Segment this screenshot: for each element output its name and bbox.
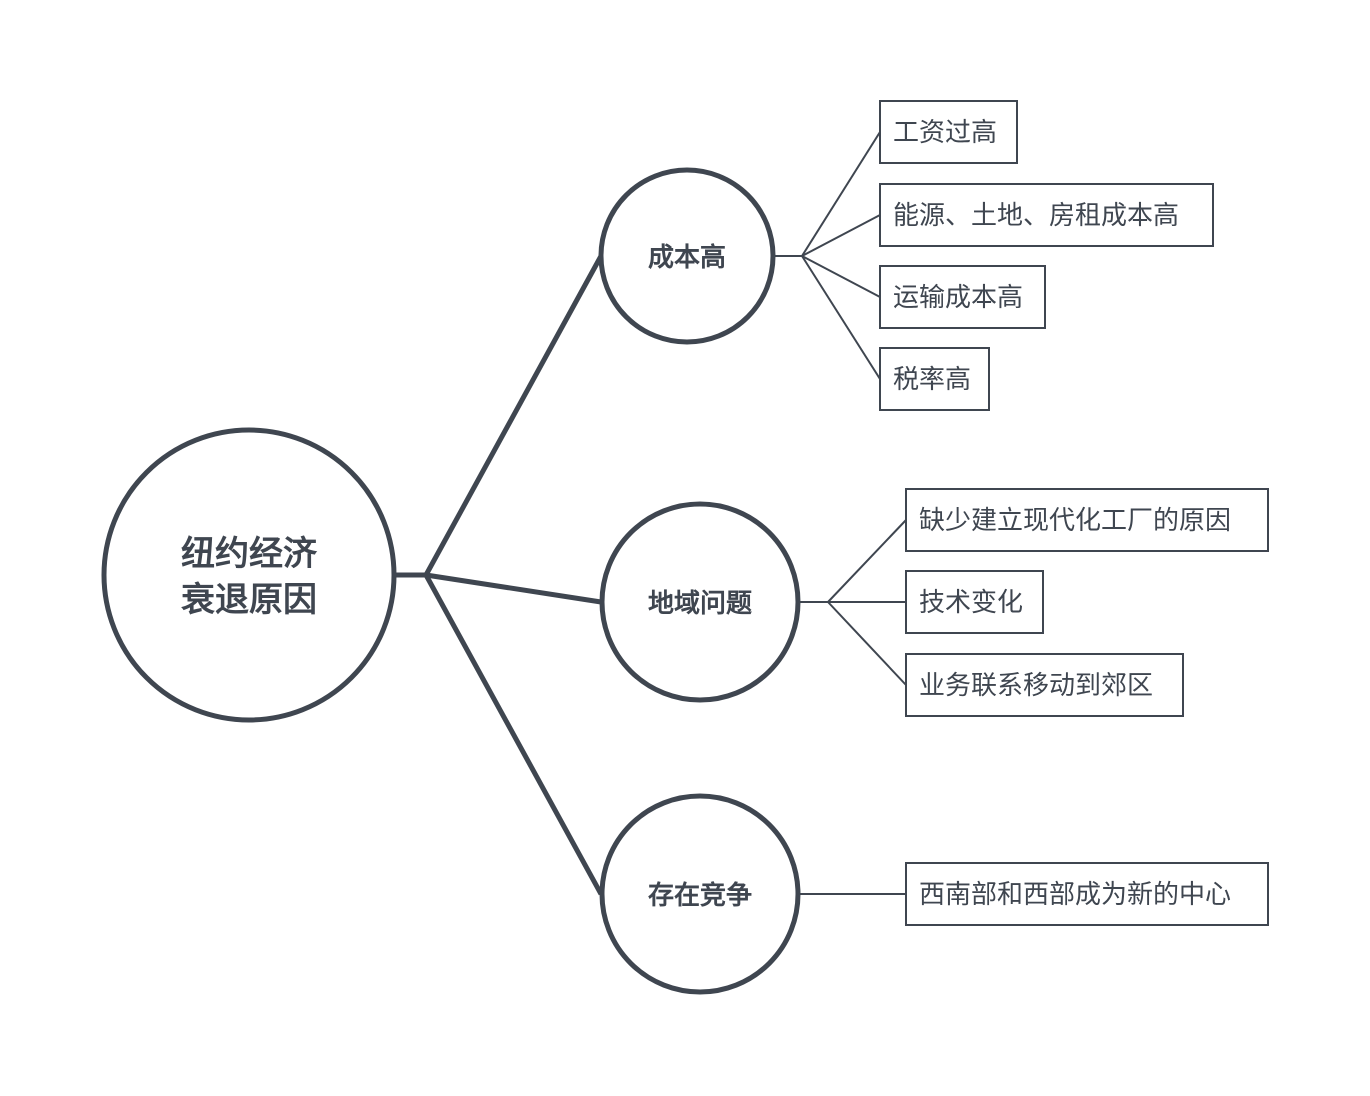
connector-branch-1-leaf-4 — [801, 255, 881, 380]
leaf-box — [905, 653, 1184, 717]
leaf-box — [879, 347, 990, 411]
leaf-node: 缺少建立现代化工厂的原因 — [905, 488, 1269, 552]
branch-node-cost: 成本高 — [598, 167, 776, 345]
connector-root-branch-1 — [423, 254, 604, 577]
connector-branch-1-leaf-1 — [801, 131, 881, 257]
leaf-label: 运输成本高 — [893, 283, 1023, 313]
leaf-label: 税率高 — [893, 365, 971, 395]
root-label-line-1: 纽约经济 — [181, 534, 318, 574]
leaf-label: 能源、土地、房租成本高 — [893, 201, 1179, 231]
branch-node-competition: 存在竞争 — [599, 793, 801, 995]
leaf-label: 工资过高 — [893, 118, 997, 148]
branch-label: 存在竞争 — [648, 880, 752, 911]
branch-circle — [599, 501, 801, 703]
leaf-node: 工资过高 — [879, 100, 1018, 164]
branch-circle — [598, 167, 776, 345]
leaf-node: 业务联系移动到郊区 — [905, 653, 1184, 717]
leaf-box — [879, 100, 1018, 164]
leaf-box — [905, 570, 1044, 634]
root-label-line-2: 衰退原因 — [181, 580, 317, 620]
leaf-box — [905, 488, 1269, 552]
leaf-node: 技术变化 — [905, 570, 1044, 634]
leaf-node: 税率高 — [879, 347, 990, 411]
leaf-label: 西南部和西部成为新的中心 — [919, 880, 1231, 910]
branch-node-region: 地域问题 — [599, 501, 801, 703]
leaf-label: 业务联系移动到郊区 — [919, 671, 1153, 701]
connector-root-branch-3 — [423, 573, 604, 896]
leaf-box — [879, 265, 1046, 329]
branch-label: 成本高 — [648, 242, 726, 273]
leaf-box — [879, 183, 1214, 247]
leaf-label: 缺少建立现代化工厂的原因 — [919, 506, 1231, 536]
root-circle — [101, 427, 397, 723]
root-node: 纽约经济 衰退原因 — [101, 427, 397, 723]
leaf-node: 西南部和西部成为新的中心 — [905, 862, 1269, 926]
leaf-node: 能源、土地、房租成本高 — [879, 183, 1214, 247]
connector-branch-2-leaf-1 — [827, 519, 907, 603]
branch-circle — [599, 793, 801, 995]
connector-branch-1-leaf-3 — [801, 255, 881, 298]
connector-branch-2-leaf-3 — [827, 601, 907, 686]
leaf-box — [905, 862, 1269, 926]
leaf-node: 运输成本高 — [879, 265, 1046, 329]
leaf-label: 技术变化 — [919, 588, 1023, 618]
connector-root-branch-2 — [425, 572, 602, 605]
connector-branch-1-leaf-2 — [801, 214, 881, 257]
branch-label: 地域问题 — [648, 589, 752, 619]
